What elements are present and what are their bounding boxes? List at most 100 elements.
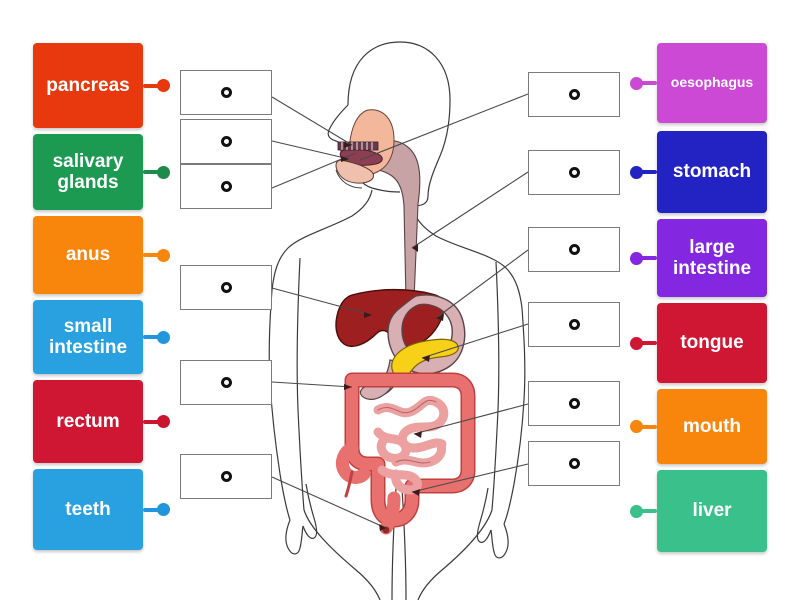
label-card-stomach[interactable]: stomach	[630, 131, 767, 213]
label-card-pancreas[interactable]: pancreas	[33, 43, 170, 128]
answer-box-l2[interactable]	[180, 119, 272, 164]
large-intestine-fill	[346, 374, 474, 526]
appendix-organ	[344, 470, 354, 498]
drop-target-circle-icon	[220, 136, 232, 147]
answer-box-l5[interactable]	[180, 360, 272, 405]
answer-box-r6[interactable]	[528, 441, 620, 486]
connector-dot[interactable]	[630, 165, 643, 179]
large-intestine-organ	[344, 372, 476, 528]
leader-r1-tongue	[359, 93, 529, 161]
connector-dot[interactable]	[630, 336, 643, 350]
small-intestine-outline	[377, 399, 437, 464]
answer-box-r3[interactable]	[528, 227, 620, 272]
tongue-organ	[339, 148, 383, 166]
label-card-mouth[interactable]: mouth	[630, 389, 767, 464]
drop-target-circle-icon	[568, 458, 580, 469]
stomach-organ	[387, 294, 466, 375]
label-card-text: mouth	[682, 415, 742, 437]
small-intestine-organ	[373, 395, 449, 495]
leader-r4-pancreas	[421, 323, 529, 359]
label-card-text: anus	[65, 244, 111, 266]
leader-l6-rectum	[271, 476, 387, 529]
label-card-large-intestine[interactable]: large intestine	[630, 219, 767, 297]
label-card-text: salivary glands	[52, 150, 124, 193]
connector-stub	[641, 509, 657, 513]
liver-organ	[335, 288, 446, 348]
leader-l5-large-intestine	[271, 381, 353, 388]
connector-stub	[143, 419, 159, 424]
connector-stub	[143, 253, 159, 257]
label-card-text: small intestine	[48, 315, 128, 358]
leader-l1-teeth	[271, 96, 353, 146]
connector-stub	[143, 507, 159, 512]
connector-dot[interactable]	[157, 415, 170, 428]
connector-dot[interactable]	[630, 251, 643, 265]
label-card-anus[interactable]: anus	[33, 216, 170, 294]
label-card-text: oesophagus	[670, 74, 754, 91]
connector-stub	[641, 424, 657, 429]
connector-stub	[143, 335, 159, 339]
drop-target-circle-icon	[220, 282, 232, 293]
answer-box-l4[interactable]	[180, 265, 272, 310]
drop-target-circle-icon	[220, 181, 232, 192]
answer-box-r4[interactable]	[528, 302, 620, 347]
label-card-tongue[interactable]: tongue	[630, 303, 767, 383]
oesophagus-organ	[375, 139, 421, 301]
connector-stub	[641, 170, 657, 174]
connector-dot[interactable]	[157, 165, 170, 179]
anus-organ	[382, 526, 390, 534]
label-card-text: tongue	[680, 332, 744, 354]
leader-l3-salivary	[271, 152, 357, 189]
stomach-duodenum	[365, 365, 405, 398]
connector-dot[interactable]	[157, 330, 170, 344]
leader-l4-liver	[271, 287, 373, 316]
caecum-organ	[335, 441, 371, 484]
answer-box-l1[interactable]	[180, 70, 272, 115]
label-card-oesophagus[interactable]: oesophagus	[630, 43, 767, 123]
drop-target-circle-icon	[568, 244, 580, 255]
body-outline-icon	[268, 41, 526, 600]
leader-lines	[271, 96, 387, 529]
leader-r5-small-intestine	[413, 403, 529, 435]
leader-r3-stomach	[435, 249, 529, 319]
label-card-salivary-glands[interactable]: salivary glands	[33, 134, 170, 210]
connector-stub	[641, 81, 657, 85]
connector-dot[interactable]	[157, 79, 170, 92]
label-card-small-intestine[interactable]: small intestine	[33, 300, 170, 374]
connector-dot[interactable]	[630, 504, 643, 518]
leader-lines-right	[359, 93, 529, 493]
answer-box-r2[interactable]	[528, 150, 620, 195]
answer-box-l3[interactable]	[180, 164, 272, 209]
drop-target-circle-icon	[568, 319, 580, 330]
drop-target-circle-icon	[568, 89, 580, 100]
pancreas-organ	[391, 338, 459, 379]
leader-r2-oesophagus	[411, 171, 529, 249]
label-card-text: liver	[692, 500, 732, 522]
label-card-teeth[interactable]: teeth	[33, 469, 170, 550]
drop-target-circle-icon	[220, 471, 232, 482]
connector-dot[interactable]	[157, 503, 170, 516]
leader-arrowheads	[341, 142, 444, 531]
teeth-organ	[337, 141, 379, 151]
leader-l2-mouth	[271, 140, 350, 160]
answer-box-r1[interactable]	[528, 72, 620, 117]
connector-dot[interactable]	[157, 248, 170, 262]
stomach-duodenum-fill	[359, 359, 401, 400]
answer-box-r5[interactable]	[528, 381, 620, 426]
label-card-text: rectum	[56, 410, 120, 432]
mouth-organ	[335, 159, 375, 184]
label-card-text: pancreas	[46, 74, 130, 96]
connector-stub	[143, 170, 159, 174]
connector-stub	[143, 83, 159, 88]
connector-dot[interactable]	[630, 76, 643, 90]
label-card-text: stomach	[672, 161, 752, 183]
label-card-text: large intestine	[672, 236, 752, 279]
connector-stub	[641, 341, 657, 345]
answer-box-l6[interactable]	[180, 454, 272, 499]
label-card-rectum[interactable]: rectum	[33, 380, 170, 463]
connector-dot[interactable]	[630, 420, 643, 433]
label-card-liver[interactable]: liver	[630, 470, 767, 552]
salivary-gland-organ	[349, 109, 395, 176]
rectum-organ	[379, 491, 401, 535]
